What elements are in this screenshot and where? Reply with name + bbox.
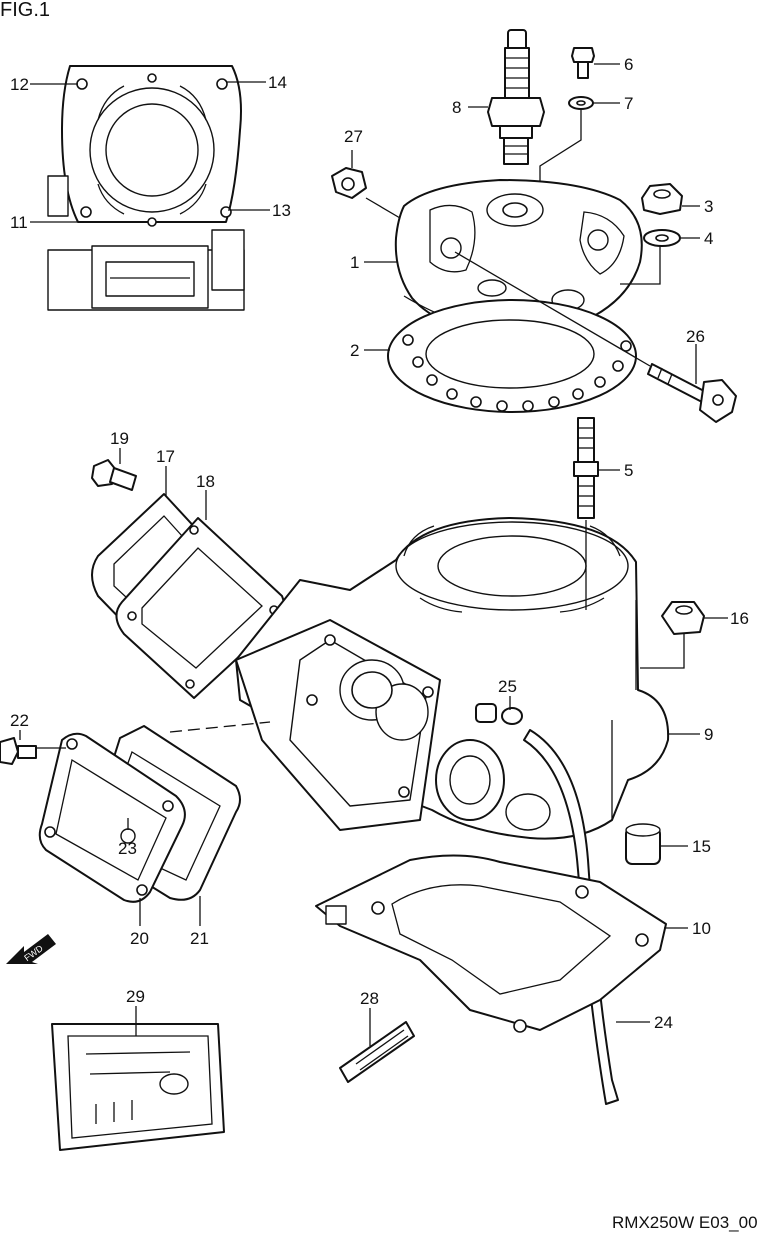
callout-27: 27 <box>344 127 363 146</box>
callout-25: 25 <box>498 677 517 696</box>
nut-3 <box>641 183 683 215</box>
callout-19: 19 <box>110 429 129 448</box>
callout-29: 29 <box>126 987 145 1006</box>
callout-3: 3 <box>704 197 713 216</box>
clamp-25 <box>475 703 523 725</box>
callout-9: 9 <box>704 725 713 744</box>
callout-17: 17 <box>156 447 175 466</box>
forward-arrow-icon: FWD <box>6 934 56 964</box>
nut-16 <box>661 601 705 635</box>
callout-5: 5 <box>624 461 633 480</box>
inset-cylinder-view <box>47 65 245 311</box>
callout-28: 28 <box>360 989 379 1008</box>
callout-2: 2 <box>350 341 359 360</box>
callout-12: 12 <box>10 75 29 94</box>
callout-16: 16 <box>730 609 749 628</box>
callout-10: 10 <box>692 919 711 938</box>
callout-11: 11 <box>10 213 28 232</box>
callout-numbers: 12 14 11 13 6 7 8 27 3 4 1 2 26 5 16 9 2… <box>10 55 749 1032</box>
dowel-pin-15 <box>625 823 661 865</box>
callout-4: 4 <box>704 229 713 248</box>
callout-6: 6 <box>624 55 633 74</box>
callout-21: 21 <box>190 929 209 948</box>
cylinder-head <box>394 179 643 336</box>
label-28 <box>339 1021 415 1083</box>
callout-26: 26 <box>686 327 705 346</box>
callout-24: 24 <box>654 1013 673 1032</box>
cover-20 <box>38 732 186 903</box>
breather-hose <box>523 729 619 1105</box>
footer-code: RMX250W E03_00 <box>612 1213 758 1232</box>
figure-title: FIG.1 <box>0 0 50 21</box>
callout-14: 14 <box>268 73 287 92</box>
callout-13: 13 <box>272 201 291 220</box>
callout-18: 18 <box>196 472 215 491</box>
bolt-22 <box>0 737 37 765</box>
callout-7: 7 <box>624 94 633 113</box>
spark-plug <box>487 29 545 165</box>
cylinder-base-gasket <box>315 854 667 1033</box>
leader-lines <box>19 63 728 1046</box>
callout-20: 20 <box>130 929 149 948</box>
callout-23: 23 <box>118 839 137 858</box>
bolt-26 <box>647 363 737 423</box>
callout-1: 1 <box>350 253 359 272</box>
cylinder-head-gasket <box>387 299 637 413</box>
label-29 <box>51 1023 225 1151</box>
bolt-19 <box>91 459 137 491</box>
stud-bolt-5 <box>573 417 599 519</box>
nut-27 <box>331 167 367 199</box>
callout-22: 22 <box>10 711 29 730</box>
callout-8: 8 <box>452 98 461 117</box>
callout-15: 15 <box>692 837 711 856</box>
cylinder <box>235 517 670 840</box>
bolt-6 <box>571 47 595 79</box>
